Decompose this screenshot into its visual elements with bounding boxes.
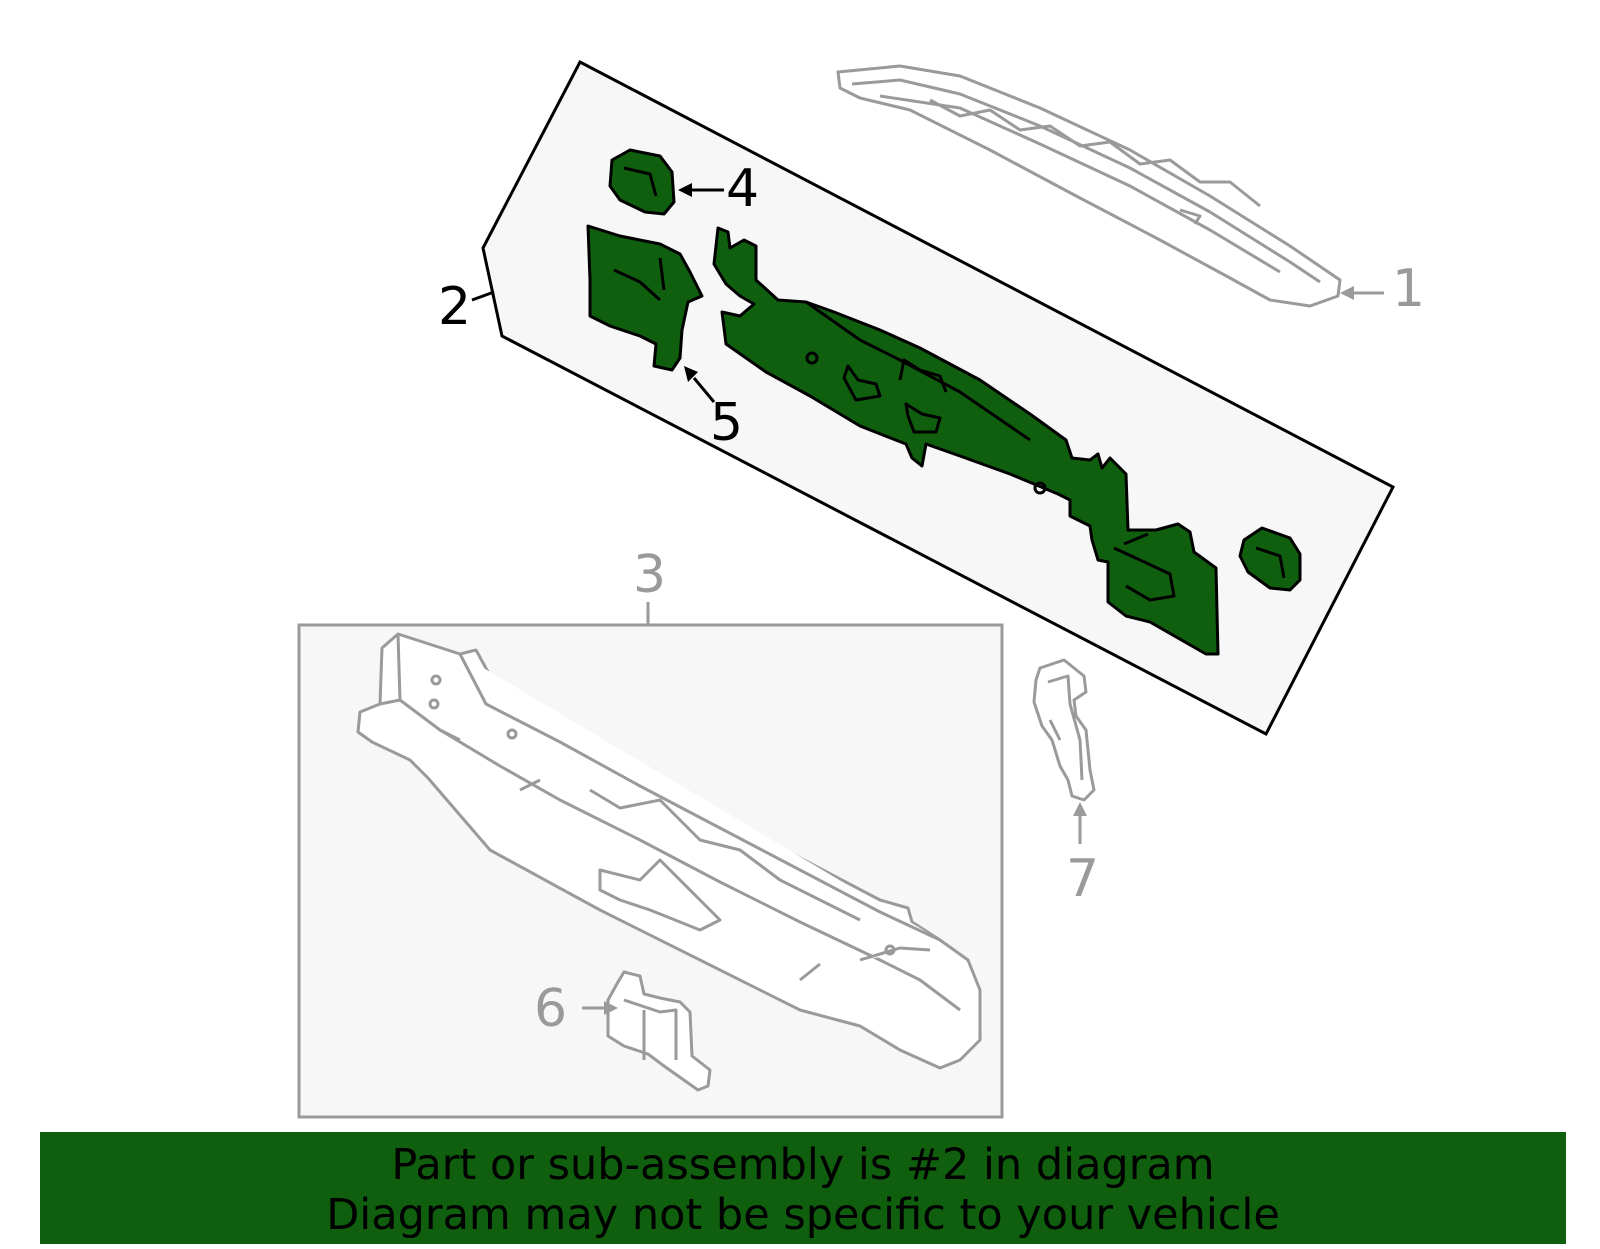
banner-line-1: Part or sub-assembly is #2 in diagram [391, 1140, 1215, 1190]
part-1-reinforcement[interactable] [836, 64, 1342, 308]
callout-2: 2 [438, 277, 471, 337]
callout-7: 7 [1066, 849, 1099, 909]
part-6-bracket[interactable] [606, 970, 712, 1092]
callout-3: 3 [633, 545, 666, 605]
callout-leaders [471, 183, 1384, 1015]
part-2-trim-panel[interactable] [712, 226, 1220, 656]
part-7-bracket[interactable] [1032, 658, 1096, 802]
part-4-clip-right[interactable] [1238, 526, 1302, 592]
callout-5: 5 [710, 393, 743, 453]
part-4-clip-left[interactable] [608, 148, 676, 216]
callout-1: 1 [1392, 259, 1425, 319]
callout-6: 6 [534, 979, 567, 1039]
callout-4: 4 [726, 159, 759, 219]
banner-line-2: Diagram may not be specific to your vehi… [326, 1190, 1280, 1240]
part-3-lower-reinforcement[interactable] [356, 632, 982, 1070]
info-banner: Part or sub-assembly is #2 in diagram Di… [40, 1132, 1566, 1244]
part-5-bracket[interactable] [586, 224, 704, 372]
